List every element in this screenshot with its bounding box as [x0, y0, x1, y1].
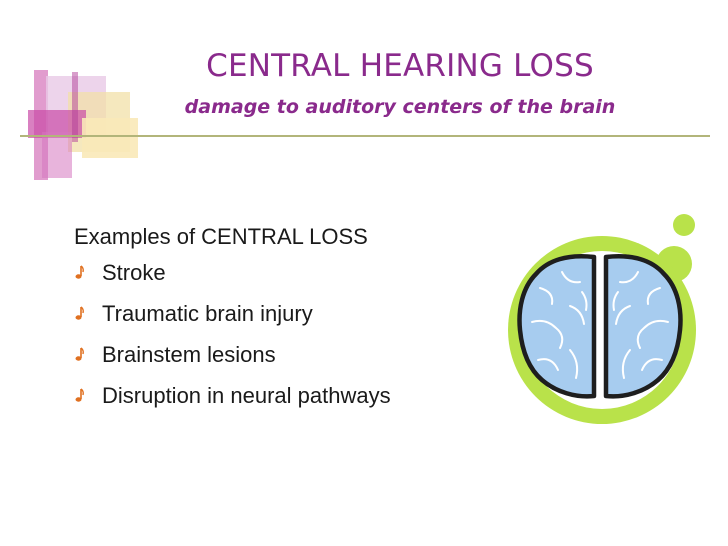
- list-item: Brainstem lesions: [74, 342, 494, 383]
- section-heading: Examples of CENTRAL LOSS: [74, 224, 368, 249]
- music-note-bullet-icon: [75, 265, 84, 279]
- bullet-text: Brainstem lesions: [102, 342, 276, 367]
- music-note-bullet-icon: [75, 388, 84, 402]
- title-block: CENTRAL HEARING LOSS damage to auditory …: [150, 48, 650, 118]
- content-block: Examples of CENTRAL LOSS Stroke Traumati…: [74, 224, 494, 424]
- brain-icon: [508, 214, 696, 424]
- music-note-bullet-icon: [75, 306, 84, 320]
- slide-title: CENTRAL HEARING LOSS: [206, 48, 594, 84]
- list-item: Disruption in neural pathways: [74, 383, 494, 424]
- bullet-text: Stroke: [102, 260, 166, 285]
- slide-subtitle: damage to auditory centers of the brain: [184, 96, 616, 118]
- list-item: Traumatic brain injury: [74, 301, 494, 342]
- title-divider: [20, 135, 710, 137]
- green-dot-small: [673, 214, 695, 236]
- bullet-text: Disruption in neural pathways: [102, 383, 391, 408]
- bullet-text: Traumatic brain injury: [102, 301, 313, 326]
- music-note-bullet-icon: [75, 347, 84, 361]
- bullet-list: Stroke Traumatic brain injury Brainstem …: [74, 260, 494, 424]
- decorative-squares: [28, 70, 138, 190]
- list-item: Stroke: [74, 260, 494, 301]
